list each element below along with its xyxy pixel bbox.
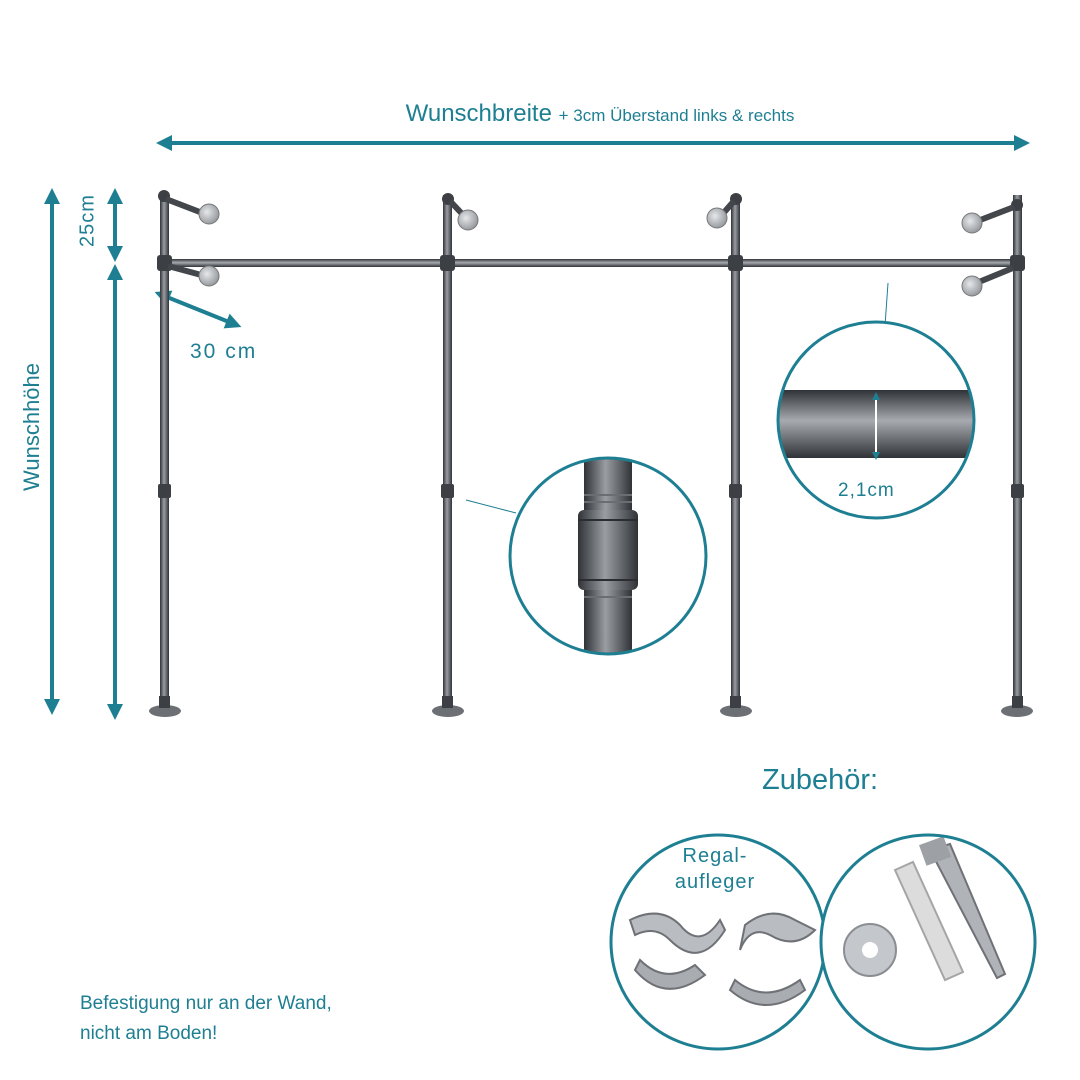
pipe-diameter-label: 2,1cm	[838, 480, 895, 501]
coupler-detail	[508, 456, 708, 656]
shelf-support-detail	[609, 833, 827, 1051]
upright-4	[1013, 195, 1022, 705]
wall-flange-icon	[706, 207, 728, 229]
wall-flange-icon	[198, 203, 220, 225]
upright-1	[160, 195, 169, 705]
floor-flange-icon	[149, 705, 181, 717]
upright-3	[731, 195, 740, 705]
pipe-rack	[149, 190, 1033, 717]
top-rail	[160, 259, 1022, 267]
depth-label: 30 cm	[190, 340, 258, 363]
wall-flange-icon	[961, 275, 983, 297]
shelf-support-label: Regal- aufleger	[660, 843, 770, 895]
depth-arrow	[154, 290, 242, 329]
shelf-spacing-label: 25cm	[76, 194, 99, 247]
wall-flange-icon	[961, 212, 983, 234]
upright-2	[443, 195, 452, 705]
shelf-support-label-line1: Regal-	[682, 845, 748, 867]
wall-plug-icon	[893, 860, 965, 982]
floor-flange-icon	[1001, 705, 1033, 717]
wall-flange-icon	[457, 209, 479, 231]
clip-icon	[739, 912, 817, 951]
mounting-note-line2: nicht am Boden!	[80, 1023, 218, 1044]
width-main-label: Wunschbreite	[405, 100, 552, 127]
accessories-title: Zubehör:	[762, 764, 879, 796]
shelf-support-label-line2: aufleger	[674, 871, 756, 893]
clip-icon	[628, 912, 727, 954]
width-label: Wunschbreite + 3cm Überstand links & rec…	[0, 100, 1080, 128]
mounting-note-line1: Befestigung nur an der Wand,	[80, 993, 332, 1014]
floor-flange-icon	[432, 705, 464, 717]
mounting-note: Befestigung nur an der Wand, nicht am Bo…	[80, 989, 332, 1049]
floor-flange-icon	[720, 705, 752, 717]
screw-set-detail	[819, 833, 1037, 1051]
width-sub-label: + 3cm Überstand links & rechts	[558, 106, 795, 125]
wall-flange-icon	[198, 265, 220, 287]
height-label: Wunschhöhe	[19, 362, 44, 491]
pipe-diameter-detail	[776, 320, 976, 520]
